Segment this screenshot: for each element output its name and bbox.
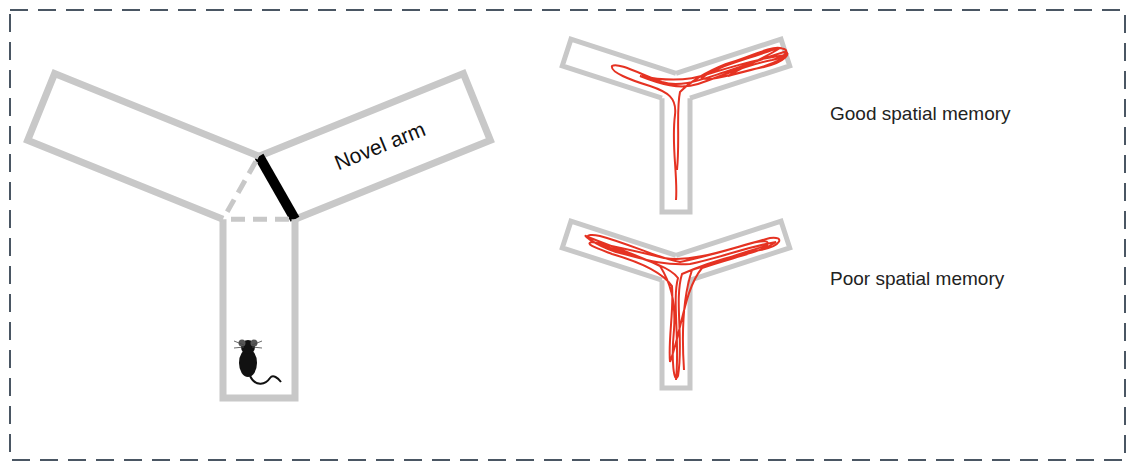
dashed-frame bbox=[10, 10, 1125, 460]
y-maze bbox=[28, 74, 491, 398]
trajectory-poor bbox=[586, 235, 780, 380]
maze-arm bbox=[676, 221, 790, 282]
mouse-icon bbox=[234, 340, 281, 384]
maze-arm bbox=[562, 39, 676, 100]
mouse-tail bbox=[250, 376, 281, 384]
maze-arm-right bbox=[259, 74, 490, 223]
maze-arm-start bbox=[223, 219, 295, 398]
small-maze bbox=[562, 221, 789, 388]
result-label: Poor spatial memory bbox=[830, 268, 1004, 290]
mouse-whiskers bbox=[234, 341, 262, 348]
trajectory-good bbox=[612, 48, 788, 200]
small-maze bbox=[562, 39, 789, 212]
result-label: Good spatial memory bbox=[830, 103, 1011, 125]
arm-entrance bbox=[229, 217, 289, 222]
arm-label: Novel arm bbox=[331, 117, 429, 175]
arm-entrance bbox=[226, 158, 256, 217]
maze-arm-left bbox=[28, 74, 259, 223]
maze-arm-node: Novel arm bbox=[275, 79, 484, 213]
arm-barrier bbox=[259, 153, 295, 223]
